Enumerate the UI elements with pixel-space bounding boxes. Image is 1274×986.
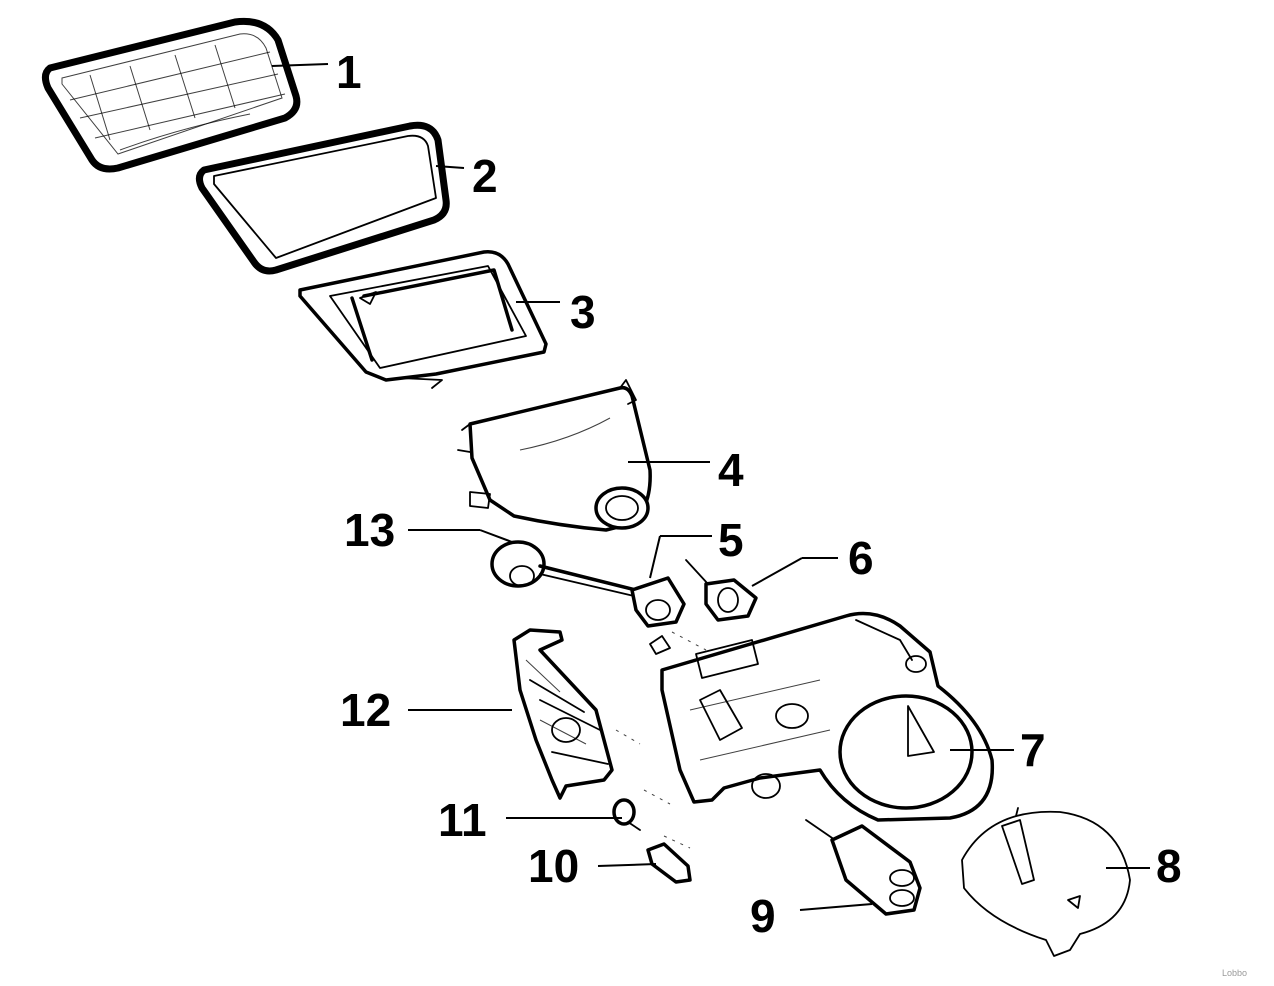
leader-9 bbox=[799, 903, 873, 911]
callout-11: 11 bbox=[438, 794, 487, 846]
part-12-side-bracket[interactable] bbox=[512, 628, 614, 800]
leader-6 bbox=[751, 557, 803, 587]
leader-5b bbox=[649, 535, 661, 579]
callout-4: 4 bbox=[718, 444, 744, 496]
callout-5: 5 bbox=[718, 514, 744, 566]
part-7-housing[interactable] bbox=[649, 611, 995, 822]
callout-12: 12 bbox=[340, 684, 391, 736]
part-2-gasket[interactable] bbox=[195, 121, 450, 275]
callout-2: 2 bbox=[472, 150, 498, 202]
part-8-cover-cap[interactable] bbox=[961, 807, 1131, 957]
leader-10 bbox=[597, 863, 657, 867]
part-9-adjuster-motor[interactable] bbox=[805, 819, 922, 916]
leader-13b bbox=[479, 529, 513, 543]
callout-8: 8 bbox=[1156, 840, 1182, 892]
leader-2 bbox=[435, 165, 465, 169]
part-11-small-bulb[interactable] bbox=[612, 798, 641, 831]
part-6-bulb[interactable] bbox=[685, 559, 758, 622]
part-5-socket[interactable] bbox=[630, 576, 686, 628]
part-1-lens[interactable] bbox=[41, 17, 301, 173]
part-10-small-socket[interactable] bbox=[646, 842, 692, 884]
part-3-trim-frame[interactable] bbox=[298, 250, 548, 389]
callout-10: 10 bbox=[528, 840, 579, 892]
callout-7: 7 bbox=[1020, 724, 1046, 776]
callout-3: 3 bbox=[570, 286, 596, 338]
callout-1: 1 bbox=[336, 46, 362, 98]
callout-13: 13 bbox=[344, 504, 395, 556]
leader-lines bbox=[271, 63, 1150, 911]
callout-9: 9 bbox=[750, 890, 776, 942]
assembly-guide-lines bbox=[615, 631, 707, 849]
watermark-text: Lobbo bbox=[1222, 968, 1247, 978]
callout-6: 6 bbox=[848, 532, 874, 584]
callout-numbers: 1 2 3 4 5 6 7 8 9 10 11 12 13 bbox=[336, 46, 1182, 942]
part-4-reflector[interactable] bbox=[457, 379, 652, 532]
part-13-connector[interactable] bbox=[490, 540, 638, 597]
leader-1 bbox=[271, 63, 329, 67]
